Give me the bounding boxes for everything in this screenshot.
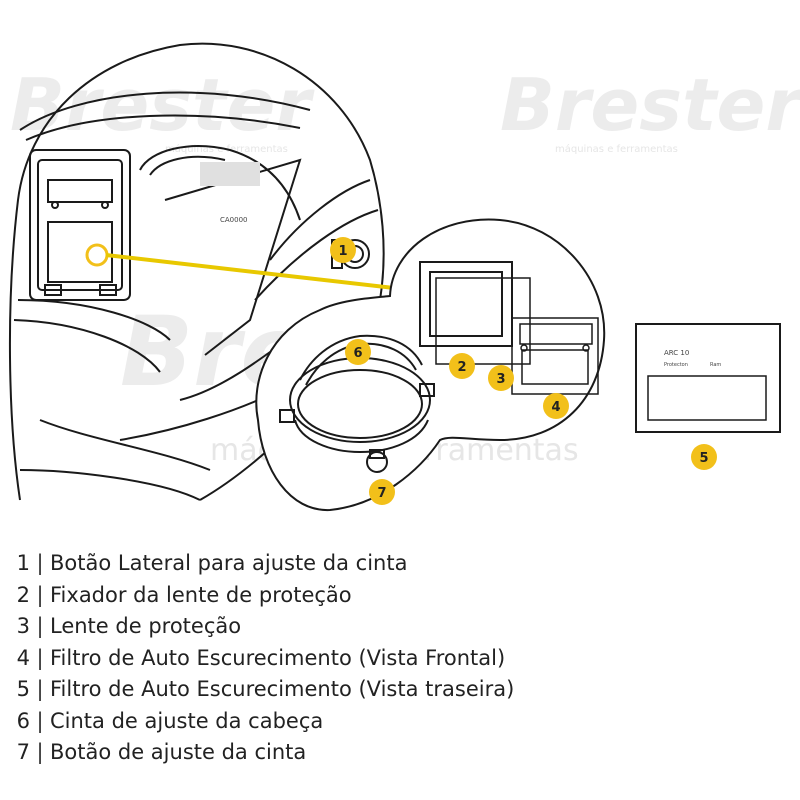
lens-holder <box>419 261 513 347</box>
helmet-diagram: Brester Brester máquinas e ferramentas m… <box>8 42 800 512</box>
parts-legend: 1|Botão Lateral para ajuste da cinta 2|F… <box>16 548 786 769</box>
legend-item: 6|Cinta de ajuste da cabeça <box>16 706 786 738</box>
svg-text:6: 6 <box>353 346 362 361</box>
badge-3: 3 <box>488 365 514 391</box>
legend-text: Cinta de ajuste da cabeça <box>50 708 324 733</box>
side-label-blur <box>200 162 260 186</box>
legend-separator: | <box>36 645 44 670</box>
badge-6: 6 <box>345 339 371 365</box>
svg-text:2: 2 <box>457 360 466 375</box>
legend-item: 4|Filtro de Auto Escurecimento (Vista Fr… <box>16 643 786 675</box>
legend-separator: | <box>36 614 44 638</box>
legend-text: Lente de proteção <box>50 614 242 638</box>
svg-text:5: 5 <box>699 451 708 466</box>
filter-label-line-1: ARC 10 <box>664 349 689 357</box>
side-label-code: CA0000 <box>220 216 248 224</box>
svg-text:4: 4 <box>551 400 560 415</box>
legend-text: Botão de ajuste da cinta <box>50 740 307 764</box>
filter-label-line-2: Protecton <box>664 362 688 368</box>
auto-dark-filter-back: ARC 10 Protecton Ram <box>635 323 781 433</box>
legend-item: 3|Lente de proteção <box>16 611 786 643</box>
legend-number: 4 <box>16 645 30 670</box>
legend-text: Filtro de Auto Escurecimento (Vista Fron… <box>50 645 506 670</box>
legend-separator: | <box>36 740 44 764</box>
legend-number: 5 <box>16 677 30 701</box>
badge-7: 7 <box>369 479 395 505</box>
badge-4: 4 <box>543 393 569 419</box>
legend-item: 1|Botão Lateral para ajuste da cinta <box>16 548 786 580</box>
svg-text:1: 1 <box>338 244 347 259</box>
legend-text: Filtro de Auto Escurecimento (Vista tras… <box>50 677 515 701</box>
protective-lens <box>435 277 531 365</box>
legend-separator: | <box>36 551 44 575</box>
badge-1: 1 <box>330 237 356 263</box>
filter-label-line-3: Ram <box>710 362 721 368</box>
legend-item: 5|Filtro de Auto Escurecimento (Vista tr… <box>16 674 786 706</box>
legend-number: 2 <box>16 582 30 607</box>
watermark-brand-left: Brester <box>10 63 315 147</box>
legend-number: 7 <box>16 740 30 764</box>
badge-5: 5 <box>691 444 717 470</box>
legend-separator: | <box>36 582 44 607</box>
legend-item: 2|Fixador da lente de proteção <box>16 580 786 612</box>
legend-number: 3 <box>16 614 30 638</box>
legend-text: Botão Lateral para ajuste da cinta <box>50 551 408 575</box>
legend-item: 7|Botão de ajuste da cinta <box>16 737 786 769</box>
watermark-sub-right: máquinas e ferramentas <box>555 143 678 155</box>
svg-text:7: 7 <box>377 486 386 501</box>
legend-separator: | <box>36 708 44 733</box>
svg-text:3: 3 <box>496 372 505 387</box>
legend-number: 1 <box>16 551 30 575</box>
legend-separator: | <box>36 677 44 701</box>
lens-highlight-ring <box>85 243 109 267</box>
legend-number: 6 <box>16 708 30 733</box>
watermark-brand-right: Brester <box>500 63 800 147</box>
pointer-arrow <box>105 253 438 302</box>
legend-text: Fixador da lente de proteção <box>50 582 352 607</box>
lens-window <box>29 149 131 301</box>
badge-2: 2 <box>449 353 475 379</box>
